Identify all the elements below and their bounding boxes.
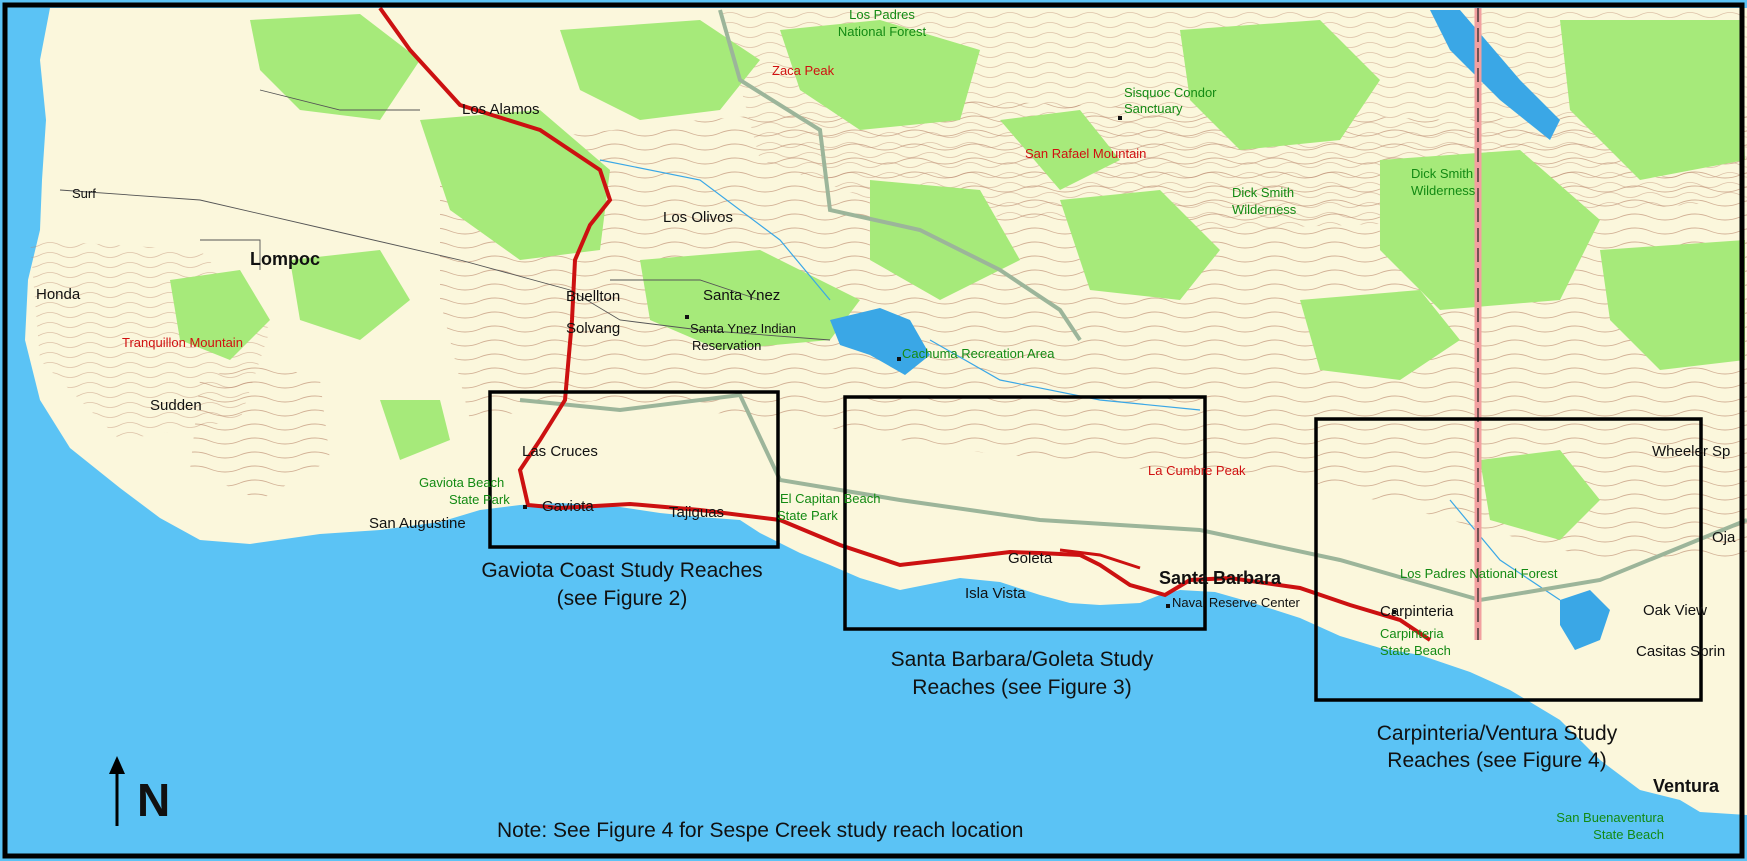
label-lp-nf-top-1: Los Padres [849,7,915,22]
label-sisquoc-2: Sanctuary [1124,101,1183,116]
label-lp-nf-bottom: Los Padres National Forest [1400,566,1558,581]
forest-areas [170,14,1745,540]
label-carp-sb-2: State Beach [1380,643,1451,658]
label-dick-smith-1b: Wilderness [1232,202,1297,217]
label-san-buena-2: State Beach [1593,827,1664,842]
label-surf: Surf [72,186,96,201]
study-box-carpinteria-ventura [1314,417,1703,702]
label-isla-vista: Isla Vista [965,585,1026,602]
label-dick-smith-1a: Dick Smith [1232,185,1294,200]
label-tranquillon: Tranquillon Mountain [122,335,243,350]
note-text: Note: See Figure 4 for Sespe Creek study… [497,819,1023,842]
north-label: N [137,774,170,826]
label-san-buena-1: San Buenaventura [1556,810,1664,825]
label-oja: Oja [1712,529,1736,546]
label-las-cruces: Las Cruces [522,443,598,460]
label-el-capitan-1: El Capitan Beach [780,491,880,506]
label-goleta: Goleta [1008,550,1053,567]
label-carpinteria: Carpinteria [1380,603,1454,620]
study-box-gaviota [488,390,780,549]
label-zaca-peak: Zaca Peak [772,63,835,78]
label-gaviota: Gaviota [542,498,594,515]
label-sy-indian-1: Santa Ynez Indian [690,321,796,336]
label-ventura: Ventura [1653,776,1720,796]
label-lompoc: Lompoc [250,249,320,269]
north-arrow-icon [109,756,125,826]
study-box-santa-barbara-goleta [843,395,1207,631]
highway-101 [378,6,1432,642]
label-gaviota-beach-1: Gaviota Beach [419,475,504,490]
rivers [599,159,1561,601]
label-cachuma: Cachuma Recreation Area [902,346,1055,361]
label-tajiguas: Tajiguas [669,504,724,521]
label-lp-nf-top-2: National Forest [838,24,927,39]
caption-carp-ventura-line2: Reaches (see Figure 4) [1387,749,1606,772]
label-honda: Honda [36,286,81,303]
minor-roads [59,89,831,341]
label-casitas: Casitas Sprin [1636,643,1725,660]
label-dick-smith-2b: Wilderness [1411,183,1476,198]
label-sudden: Sudden [150,397,202,414]
label-solvang: Solvang [566,320,620,337]
label-el-capitan-2: State Park [777,508,838,523]
label-dick-smith-2a: Dick Smith [1411,166,1473,181]
map-labels: Los Padres National Forest Zaca Peak Los… [36,7,1736,842]
label-buellton: Buellton [566,288,620,305]
label-oak-view: Oak View [1643,602,1707,619]
label-naval: Naval Reserve Center [1172,595,1301,610]
caption-gaviota-line2: (see Figure 2) [557,587,688,610]
label-santa-barbara: Santa Barbara [1159,568,1282,588]
caption-gaviota-line1: Gaviota Coast Study Reaches [481,559,762,582]
label-gaviota-beach-2: State Park [449,492,510,507]
label-sy-indian-2: Reservation [692,338,761,353]
city-markers [523,116,1396,614]
caption-sb-goleta-line2: Reaches (see Figure 3) [912,676,1131,699]
label-wheeler: Wheeler Sp [1652,443,1730,460]
study-captions: Gaviota Coast Study Reaches (see Figure … [481,559,1617,772]
label-los-alamos: Los Alamos [462,101,540,118]
label-santa-ynez: Santa Ynez [703,287,780,304]
forest-boundary [519,9,1747,603]
label-san-augustine: San Augustine [369,515,466,532]
label-carp-sb-1: Carpinteria [1380,626,1444,641]
label-los-olivos: Los Olivos [663,209,733,226]
lakes [830,10,1610,650]
caption-carp-ventura-line1: Carpinteria/Ventura Study [1377,722,1618,745]
highway-101-east [1059,548,1141,570]
label-sisquoc-1: Sisquoc Condor [1124,85,1217,100]
caption-sb-goleta-line1: Santa Barbara/Goleta Study [891,648,1154,671]
label-san-rafael: San Rafael Mountain [1025,146,1146,161]
label-la-cumbre: La Cumbre Peak [1148,463,1246,478]
